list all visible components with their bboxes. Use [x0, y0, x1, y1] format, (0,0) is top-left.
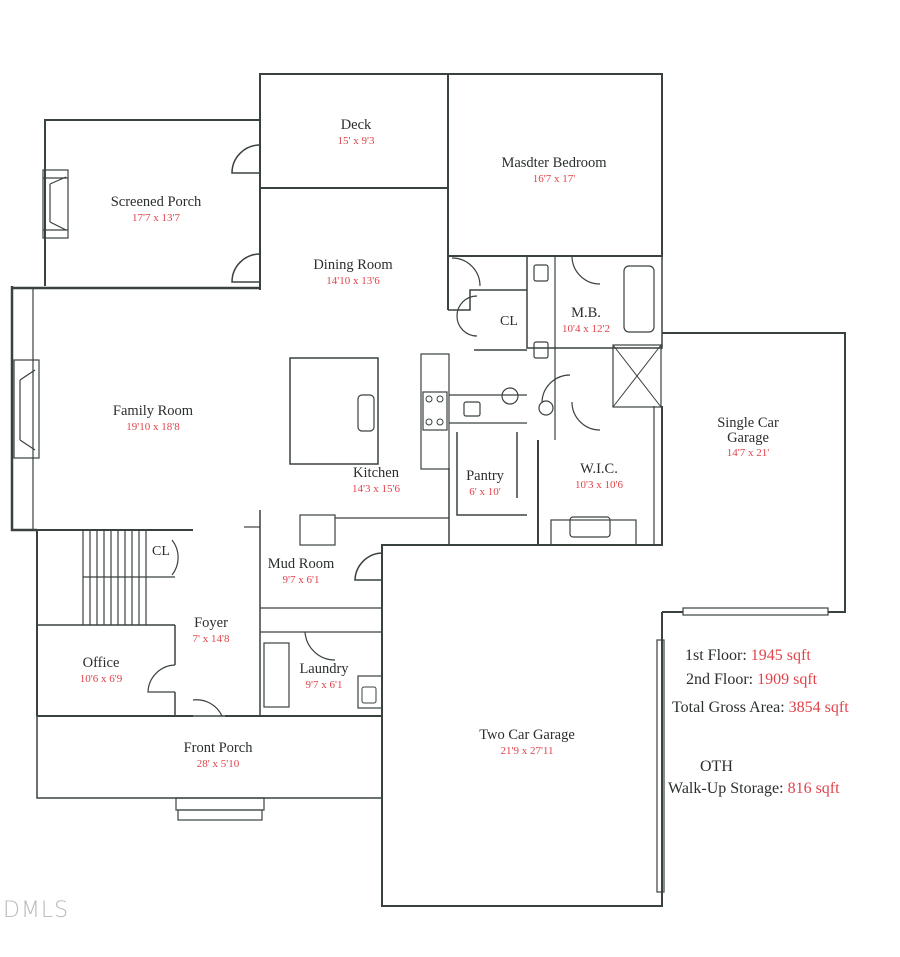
- closet-label-foyer: CL: [152, 544, 170, 559]
- range-icon: [422, 391, 448, 431]
- room-wic: W.I.C. 10'3 x 10'6: [575, 461, 623, 491]
- front-door: [192, 699, 223, 717]
- room-dining-room: Dining Room 14'10 x 13'6: [313, 257, 393, 287]
- stairs: [82, 530, 175, 625]
- door-mudroom-garage: [354, 552, 383, 581]
- washer-dryer-icon: [263, 642, 290, 708]
- closet-label-master: CL: [500, 314, 518, 329]
- area-second-floor: 2nd Floor: 1909 sqft: [686, 671, 818, 688]
- area-walk-up-storage: Walk-Up Storage: 816 sqft: [668, 780, 840, 797]
- door-office: [147, 664, 176, 693]
- room-laundry: Laundry 9'7 x 6'1: [299, 661, 349, 691]
- room-front-porch: Front Porch 28' x 5'10: [183, 740, 253, 770]
- room-deck: Deck 15' x 9'3: [337, 117, 375, 147]
- door-porch: [231, 253, 261, 283]
- closet-door: [171, 539, 179, 576]
- room-screened-porch: Screened Porch 17'7 x 13'7: [110, 194, 202, 224]
- room-kitchen: Kitchen 14'3 x 15'6: [352, 465, 400, 495]
- island-sink: [357, 394, 375, 432]
- toilet-icon: [501, 387, 519, 405]
- area-total-gross: Total Gross Area: 3854 sqft: [672, 699, 849, 716]
- sink-icon: [463, 401, 481, 417]
- room-two-car-garage: Two Car Garage 21'9 x 27'11: [479, 727, 575, 757]
- garage-door: [682, 607, 829, 616]
- room-foyer: Foyer 7' x 14'8: [192, 615, 230, 645]
- room-pantry: Pantry 6' x 10': [466, 468, 504, 498]
- toilet-icon: [538, 400, 554, 416]
- kitchen-island: [289, 357, 379, 465]
- family-room-outer-wall: [10, 286, 37, 532]
- area-first-floor: 1st Floor: 1945 sqft: [685, 647, 811, 664]
- single-garage-outline: [662, 332, 846, 613]
- pantry-outline: [456, 432, 527, 516]
- room-master-bedroom: Masdter Bedroom 16'7 x 17': [501, 155, 607, 185]
- watermark-logo: DMLS: [3, 898, 70, 923]
- kitchen-counter: [420, 353, 450, 470]
- door-deck: [231, 144, 261, 174]
- room-family-room: Family Room 19'10 x 18'8: [112, 403, 194, 433]
- room-mud-room: Mud Room 9'7 x 6'1: [267, 556, 335, 586]
- fireplace-icon: [42, 169, 69, 239]
- shower-icon: [612, 344, 662, 408]
- garage-door: [656, 639, 665, 893]
- room-master-bath: M.B. 10'4 x 12'2: [562, 305, 610, 335]
- area-oth-heading: OTH: [700, 758, 733, 775]
- screened-porch-outline: [44, 119, 260, 286]
- closet-door: [456, 295, 478, 337]
- two-car-garage-outline: [381, 544, 663, 907]
- room-office: Office 10'6 x 6'9: [79, 655, 123, 685]
- master-bath-outline: [526, 255, 663, 349]
- room-single-car-garage: Single Car Garage 14'7 x 21': [717, 415, 779, 459]
- fireplace-icon: [13, 359, 40, 459]
- porch-steps: [175, 797, 265, 811]
- bathtub-icon: [623, 265, 655, 333]
